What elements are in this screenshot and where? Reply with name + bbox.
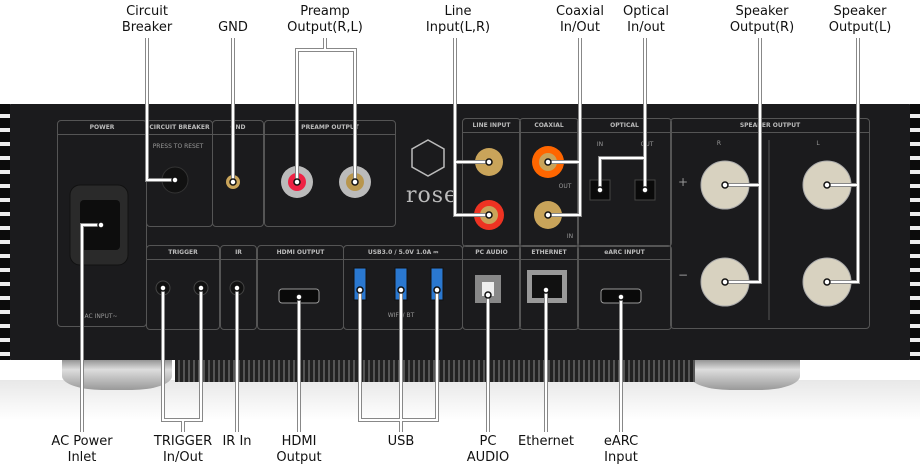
gnd-label: GND xyxy=(213,121,263,135)
callout-ir: IR In xyxy=(222,434,252,449)
ac-input-text: AC INPUT~ xyxy=(84,313,118,320)
coax-in-text: IN xyxy=(566,233,574,240)
pc-audio-label: PC AUDIO xyxy=(463,246,520,260)
coax-out-text: OUT xyxy=(558,183,572,190)
optical-label: OPTICAL xyxy=(578,119,671,133)
callout-gnd: GND xyxy=(218,20,248,35)
rose-logo: rose xyxy=(406,183,459,208)
line-input-label: LINE INPUT xyxy=(463,119,520,133)
callout-ethernet: Ethernet xyxy=(518,434,574,449)
ethernet-section: ETHERNET xyxy=(519,245,579,330)
press-to-reset-text: PRESS TO RESET xyxy=(152,143,204,150)
speaker-section: SPEAKER OUTPUT xyxy=(670,118,870,329)
circuit-breaker-label: CIRCUIT BREAKER xyxy=(147,121,212,135)
trigger-label: TRIGGER xyxy=(147,246,219,260)
preamp-label: PREAMP OUTPUT xyxy=(265,121,395,135)
speaker-label: SPEAKER OUTPUT xyxy=(671,119,869,133)
optical-in-text: IN xyxy=(596,141,604,148)
ir-label: IR xyxy=(221,246,256,260)
heatsink-right xyxy=(910,104,920,360)
callout-usb: USB xyxy=(387,434,415,449)
ethernet-label: ETHERNET xyxy=(520,246,578,260)
usb-label: USB3.0 / 5.0V 1.0A ⎓ xyxy=(344,246,462,260)
optical-section: OPTICAL xyxy=(577,118,672,247)
coaxial-label: COAXIAL xyxy=(520,119,578,133)
earc-section: eARC INPUT xyxy=(577,245,672,330)
hdmi-label: HDMI OUTPUT xyxy=(258,246,343,260)
heatsink-left xyxy=(0,104,10,360)
line-input-section: LINE INPUT xyxy=(462,118,521,247)
gnd-section: GND xyxy=(212,120,264,227)
foot-right xyxy=(690,356,800,390)
plus-sign: + xyxy=(677,175,689,189)
trigger-section: TRIGGER xyxy=(146,245,220,330)
minus-sign: − xyxy=(677,268,689,282)
power-label: POWER xyxy=(58,121,146,135)
preamp-section: PREAMP OUTPUT xyxy=(264,120,396,227)
speaker-r-text: R xyxy=(716,140,722,147)
earc-label: eARC INPUT xyxy=(578,246,671,260)
speaker-l-text: L xyxy=(816,140,820,147)
rose-logo-mark xyxy=(411,139,445,177)
pc-audio-section: PC AUDIO xyxy=(462,245,521,330)
